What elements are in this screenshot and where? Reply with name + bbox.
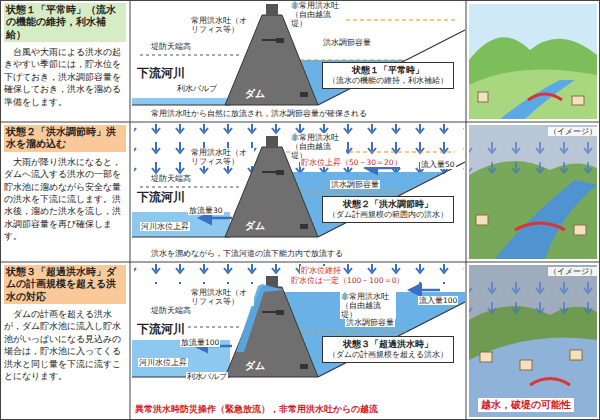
image-flood-control <box>469 125 597 259</box>
part-label: 河川水位上昇 <box>140 222 190 231</box>
state-body: 台風や大雨による洪水の起きやすい季節には，貯水位を下げておき，洪水調節容量を確保… <box>4 46 126 108</box>
part-label: 堤防天端高 <box>150 42 192 51</box>
state-heading: 状態１「平常時」（流水の機能の維持，利水補給） <box>4 3 126 42</box>
image-tag: （イメージ） <box>548 127 598 136</box>
part-label: 利水バルブ <box>186 372 228 381</box>
part-label: 河川水位上昇 <box>138 358 188 367</box>
part-label: 利水バルブ <box>176 84 218 93</box>
state-box: 状態３「超過洪水時」（ダムの計画規模を超える洪水） <box>322 336 454 363</box>
part-label: 堤防天端高 <box>150 174 192 183</box>
state-heading: 状態３「超過洪水時」 <box>328 339 448 350</box>
row-caption: 洪水を溜めながら，下流河道の流下能力内で放流する <box>150 249 344 259</box>
row-caption: 常用洪水吐から自然に放流され，洪水調節容量が確保される <box>150 109 368 119</box>
state-body: 大雨が降り洪水になると，ダムへ流入する洪水の一部を貯水池に溜めながら安全な量の洪… <box>4 156 126 243</box>
image-normal <box>469 4 597 119</box>
row-caption: 異常洪水時防災操作（緊急放流），非常用洪水吐からの越流 <box>134 404 379 415</box>
part-label: 洪水調節容量 <box>322 38 372 47</box>
part-label: 堤防天端高 <box>150 306 192 315</box>
state-heading: 状態３「超過洪水時」ダムの計画規模を超える洪水の対応 <box>4 265 126 304</box>
part-label: 流入量50 <box>420 160 456 169</box>
description-cell: 状態１「平常時」（流水の機能の維持，利水補給） 台風や大雨による洪水の起きやすい季… <box>0 0 130 122</box>
rain-arrows <box>134 124 464 176</box>
description-cell: 状態２「洪水調節時」洪水を溜め込む大雨が降り洪水になると，ダムへ流入する洪水の一… <box>0 122 130 262</box>
river-label: 下流河川 <box>136 66 186 80</box>
water-level-note: 貯水位は一定（100－100＝0） <box>290 276 405 285</box>
water-level-note: 貯水位上昇（50－30＝20） <box>300 158 403 167</box>
dam-label: ダム <box>244 360 266 372</box>
water-level-note: 貯水位維持 <box>300 266 342 275</box>
part-label: 洪水調節容量 <box>345 318 395 327</box>
state-body: ダムの計画を超える洪水が，ダム貯水池に流入し貯水池がいっぱいになる見込みの場合は… <box>4 308 126 382</box>
description-cell: 状態３「超過洪水時」ダムの計画規模を超える洪水の対応ダムの計画を超える洪水が，ダ… <box>0 262 130 420</box>
image-tag: （イメージ） <box>548 267 598 276</box>
state-body: （ダムの計画規模を超える洪水） <box>328 350 448 359</box>
state-box: 状態２「洪水調節時」（ダム計画規模の範囲内の洪水） <box>322 196 454 223</box>
part-label: 常用洪水吐（オリフィス等） <box>190 16 254 34</box>
river-label: 下流河川 <box>136 322 186 336</box>
state-box: 状態１「平常時」（流水の機能の維持，利水補給） <box>322 62 454 89</box>
part-label: 非常用洪水吐（自由越流堤） <box>290 1 346 28</box>
part-label: 放流量100 <box>180 338 220 347</box>
dam-section <box>132 276 465 377</box>
rain-arrows <box>134 264 464 284</box>
part-label: 洪水調節容量 <box>330 180 380 189</box>
part-label: 常用洪水吐（オリフィス等） <box>190 148 254 166</box>
part-label: 非常用洪水吐（自由越流堤） <box>340 292 396 319</box>
warning-label: 越水，破堤の可能性 <box>478 398 574 412</box>
state-heading: 状態２「洪水調節時」洪水を溜め込む <box>4 125 126 152</box>
part-label: 流入量100 <box>418 296 458 305</box>
part-label: 非常用洪水吐（自由越流堤） <box>290 133 346 160</box>
dam-label: ダム <box>244 88 266 100</box>
state-body: （流水の機能の維持，利水補給） <box>328 76 448 85</box>
part-label: 常用洪水吐（オリフィス等） <box>190 288 254 306</box>
state-heading: 状態２「洪水調節時」 <box>328 199 448 210</box>
image-excess-flood <box>469 265 597 417</box>
state-heading: 状態１「平常時」 <box>328 65 448 76</box>
river-label: 下流河川 <box>136 190 186 204</box>
part-label: 放流量30 <box>188 206 224 215</box>
dam-label: ダム <box>244 220 266 232</box>
state-body: （ダム計画規模の範囲内の洪水） <box>328 210 448 219</box>
